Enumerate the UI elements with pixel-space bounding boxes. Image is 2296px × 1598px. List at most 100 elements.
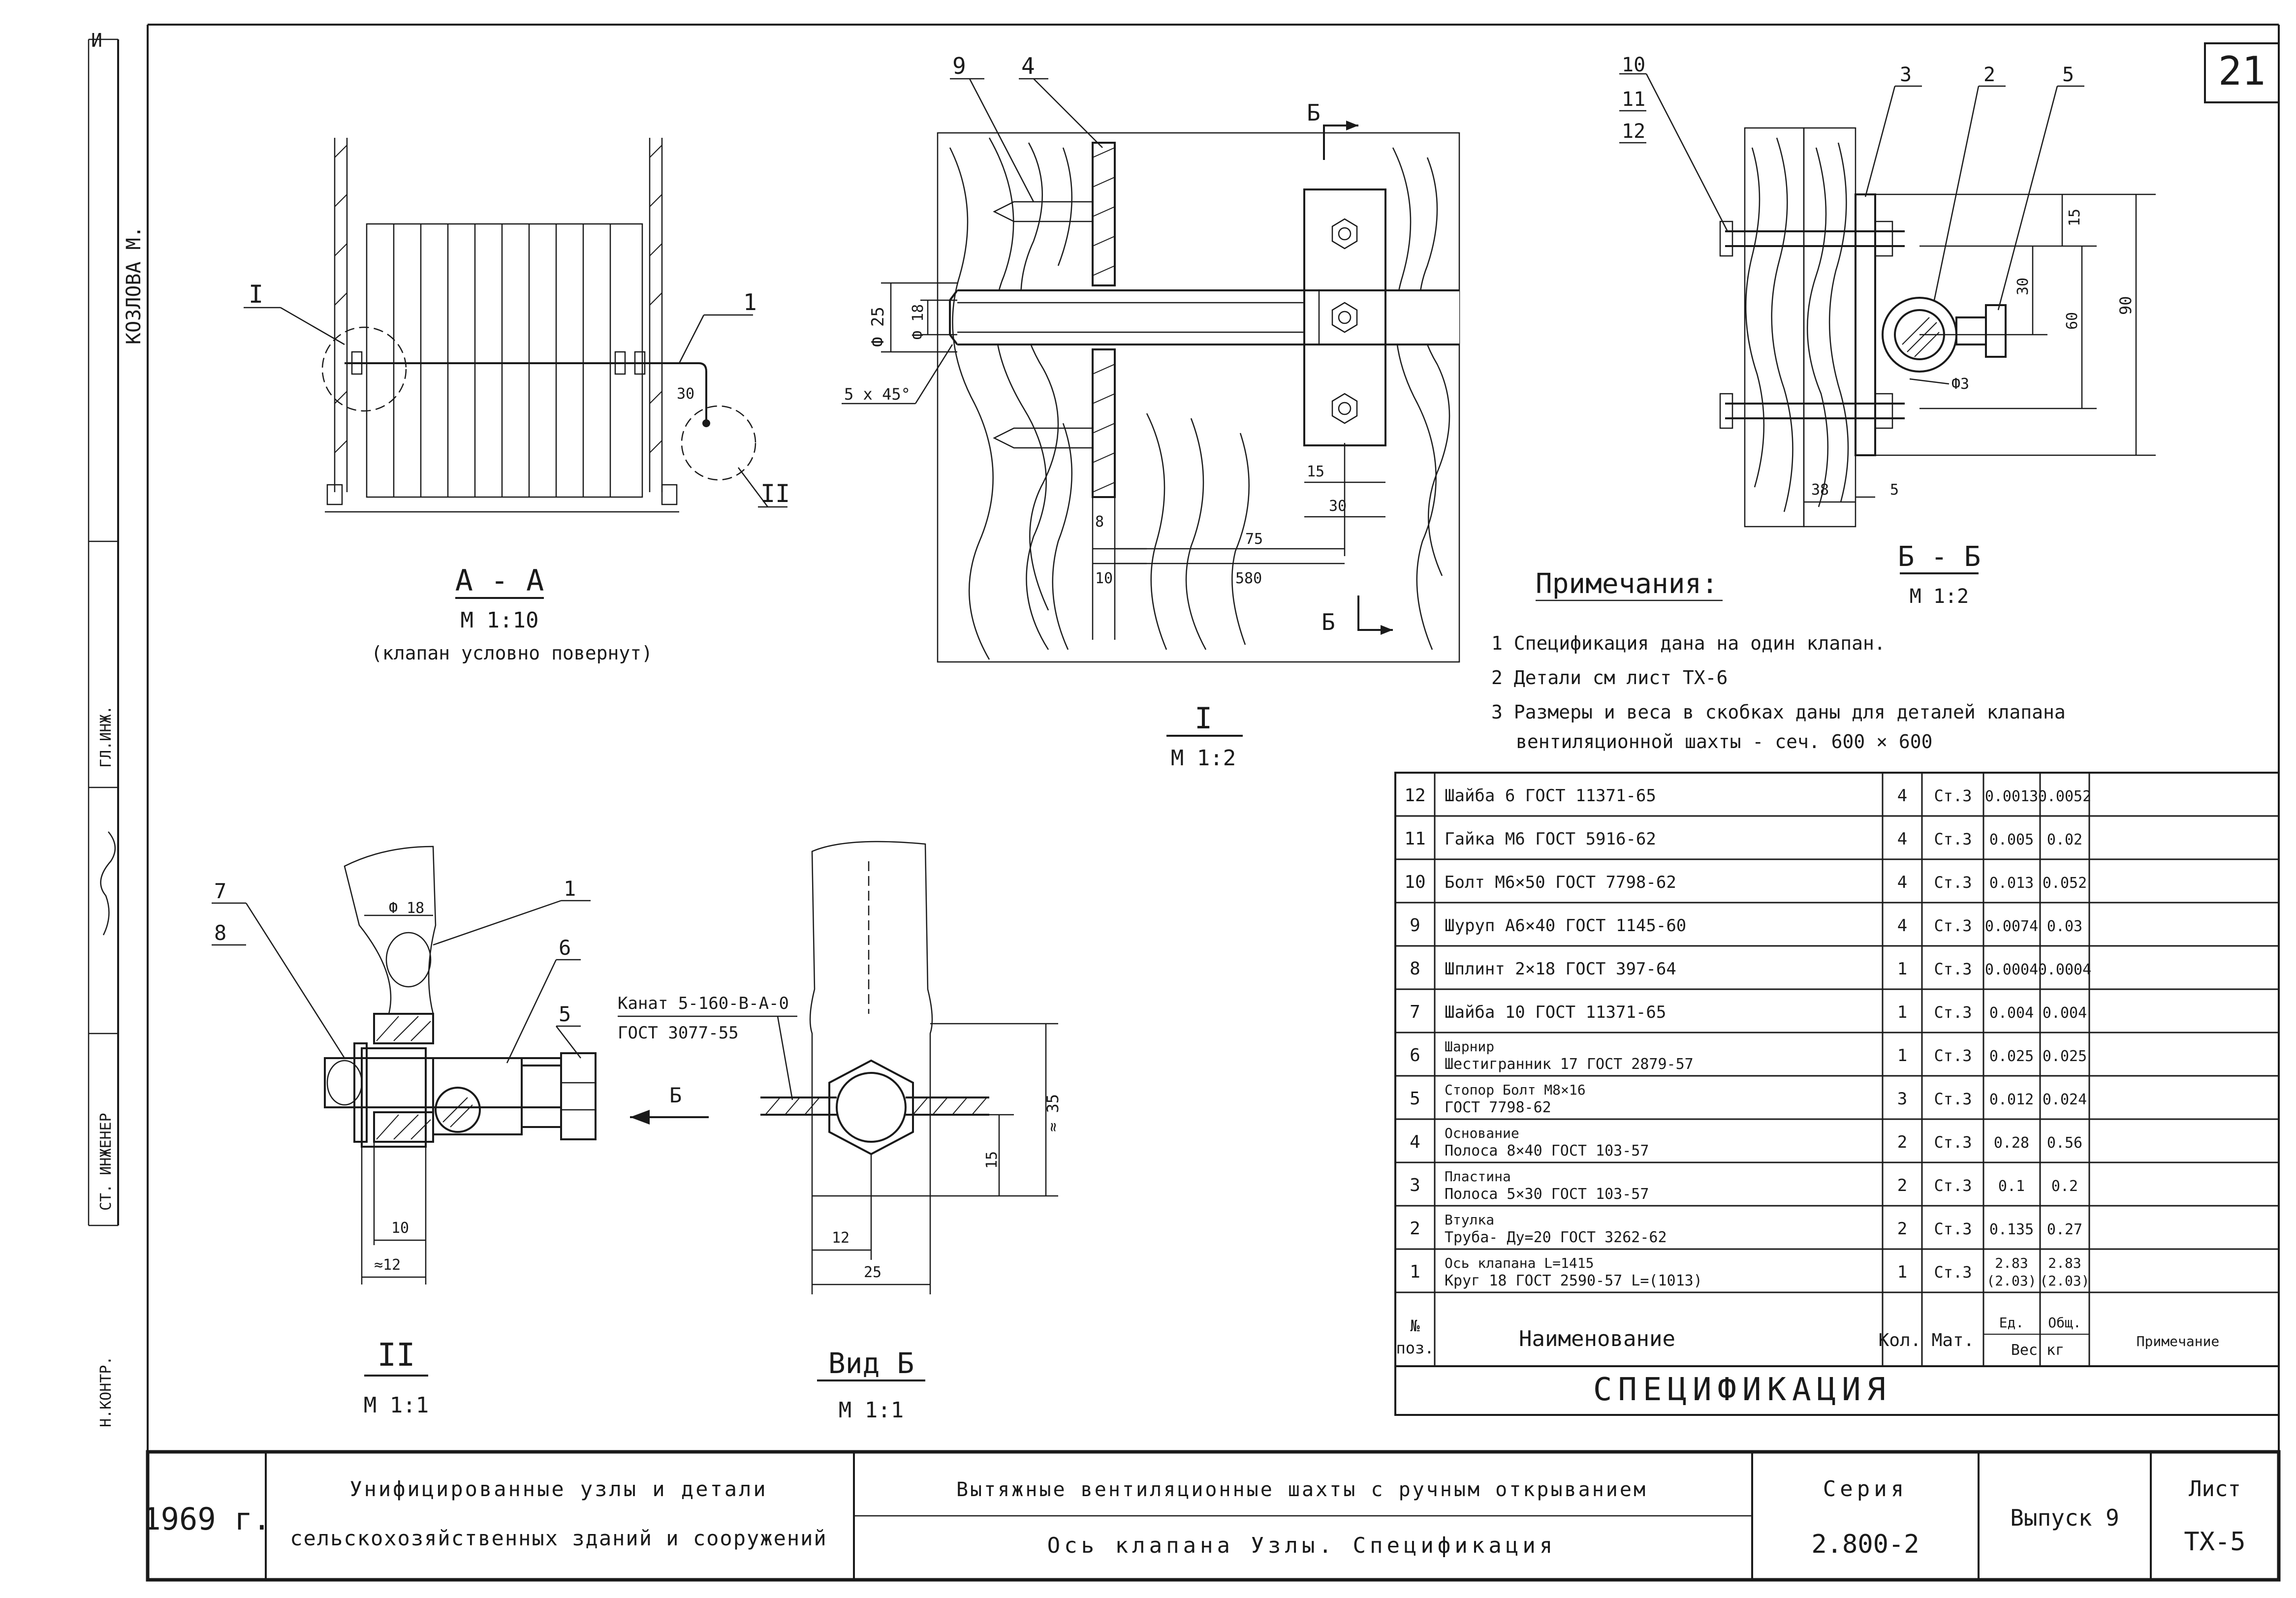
spec-unit-weight: 0.004 [1989,1004,2034,1022]
one-title: I [1195,701,1212,736]
title-block: 1969 г. Унифицированные узлы и детали се… [142,1450,2281,1582]
note-item-4: вентиляционной шахты - сеч. 600 × 600 [1516,731,1932,752]
bb-callout-11: 11 [1622,88,1645,111]
spec-name: Шплинт 2×18 ГОСТ 397-64 [1445,959,1676,979]
bb-dim-5: 5 [1890,481,1899,499]
spec-qty: 1 [1897,1262,1907,1282]
spec-name: Полоса 5×30 ГОСТ 103-57 [1445,1186,1649,1203]
spec-header-name: Наименование [1519,1326,1675,1351]
spec-total-weight: 0.02 [2047,831,2082,848]
tb-issue: Выпуск 9 [2010,1504,2119,1531]
vidb-scale: М 1:1 [839,1398,904,1423]
one-dim-10: 10 [1095,570,1113,587]
spec-qty: 3 [1897,1089,1907,1109]
one-callout-9: 9 [952,53,966,79]
spec-unit-weight: 0.005 [1989,831,2034,848]
spec-mat: Ст.3 [1934,1263,1972,1282]
spec-pos: 1 [1410,1262,1420,1282]
spec-pos: 10 [1404,872,1425,892]
spec-qty: 4 [1897,829,1907,849]
spec-total-weight: 0.052 [2043,875,2087,892]
spec-header-mat: Мат. [1932,1330,1975,1350]
ii-callout-7: 7 [214,879,226,903]
cotter-pin-8 [326,1060,363,1106]
one-scale: М 1:2 [1171,746,1236,771]
tb-year: 1969 г. [142,1501,271,1537]
vidb-dim-35: ≈ 35 [1043,1094,1062,1132]
spec-qty: 1 [1897,959,1907,979]
spec-total-weight: 0.27 [2047,1221,2082,1238]
spec-mat: Ст.3 [1934,873,1972,892]
spec-qty: 1 [1897,1046,1907,1065]
one-dim-d25: Ф 25 [868,307,888,347]
bb-callout-3: 3 [1900,63,1912,86]
spec-pos: 7 [1410,1002,1420,1022]
hex-nut-icon [828,1059,914,1156]
ii-arrow-b: Б [669,1083,682,1107]
vidb-rope-gost: ГОСТ 3077-55 [618,1023,739,1043]
screw-bottom [993,427,1093,449]
spec-mat: Ст.3 [1934,1003,1972,1022]
bb-scale: М 1:2 [1910,585,1969,608]
aa-dim-30: 30 [677,385,694,403]
tb-subject-1: Вытяжные вентиляционные шахты с ручным о… [956,1478,1647,1501]
spec-name: Шестигранник 17 ГОСТ 2879-57 [1445,1056,1694,1073]
ii-callout-8: 8 [214,921,226,945]
spec-unit-weight: 0.135 [1989,1221,2034,1238]
spec-total-weight: 0.0004 [2038,961,2091,978]
bb-dim-d3: Ф3 [1951,376,1969,393]
spec-mat: Ст.3 [1934,916,1972,935]
spec-name: Шайба 10 ГОСТ 11371-65 [1445,1003,1666,1022]
view-aa: I 1 30 II А - А М 1:10 (клапан условно п… [244,138,790,664]
side-stamp: И КОЗЛОВА М. ГЛ.ИНЖ. СТ. ИНЖЕНЕР Н.КОНТР… [88,30,145,1428]
stamp-role2: СТ. ИНЖЕНЕР [97,1113,115,1211]
spec-unit-weight: 0.0074 [1985,918,2038,935]
note-item-1: 1 Спецификация дана на один клапан. [1491,632,1886,654]
ii-title: II [377,1337,415,1374]
ii-dim-d18: Ф 18 [389,900,424,917]
spec-pos: 3 [1410,1175,1420,1195]
ii-scale: М 1:1 [364,1393,429,1418]
bb-dim-60: 60 [2064,312,2081,330]
bb-dim-90: 90 [2116,296,2135,315]
spec-unit-weight: 0.0013 [1985,788,2038,805]
screw-top [993,201,1093,222]
note-item-3: 3 Размеры и веса в скобках даны для дета… [1491,701,2066,723]
axle-crank [669,362,707,421]
spec-mat: Ст.3 [1934,786,1972,805]
aa-callout-ii: II [760,479,790,508]
view-i: Б Б 9 4 Ф 25 Ф 18 5 х 45° 8 10 15 30 [842,53,1460,771]
spec-pos: 6 [1410,1045,1420,1065]
stopper-bolt-head [560,1052,597,1140]
spec-unit-weight: 0.1 [1998,1178,2025,1195]
one-dim-8: 8 [1095,513,1104,531]
detail-circle-ii [681,405,756,481]
spec-qty: 2 [1897,1176,1907,1195]
stopper-bolt-5 [1985,304,2007,358]
spec-header-pos-2: поз. [1396,1339,1434,1357]
spec-mat: Ст.3 [1934,1133,1972,1152]
wall-hatch [334,145,662,453]
aa-callout-i: I [249,280,263,309]
spec-pos: 8 [1410,959,1420,979]
spec-header-pos-1: № [1410,1316,1420,1335]
bb-callout-2: 2 [1983,63,1995,86]
spec-name: Шайба 6 ГОСТ 11371-65 [1445,786,1656,806]
one-dim-chamfer: 5 х 45° [844,385,911,404]
spec-name: Основание [1445,1125,1519,1141]
spec-name: Гайка М6 ГОСТ 5916-62 [1445,829,1656,849]
spec-name: Ось клапана L=1415 [1445,1255,1594,1271]
spec-total-weight: 0.0052 [2038,788,2091,805]
spec-qty: 2 [1897,1132,1907,1152]
view-b-detail: Канат 5-160-В-А-0 ГОСТ 3077-55 ≈ 35 15 1… [618,841,1062,1423]
nut-icon [1331,218,1358,250]
spec-name: Пластина [1445,1168,1511,1185]
hinge-bore [435,1087,481,1133]
stamp-checked: Н.КОНТР. [97,1356,115,1428]
tb-series-label: Серия [1823,1476,1908,1502]
tb-sheet: ТХ-5 [2184,1527,2245,1557]
one-callout-4: 4 [1021,53,1035,79]
